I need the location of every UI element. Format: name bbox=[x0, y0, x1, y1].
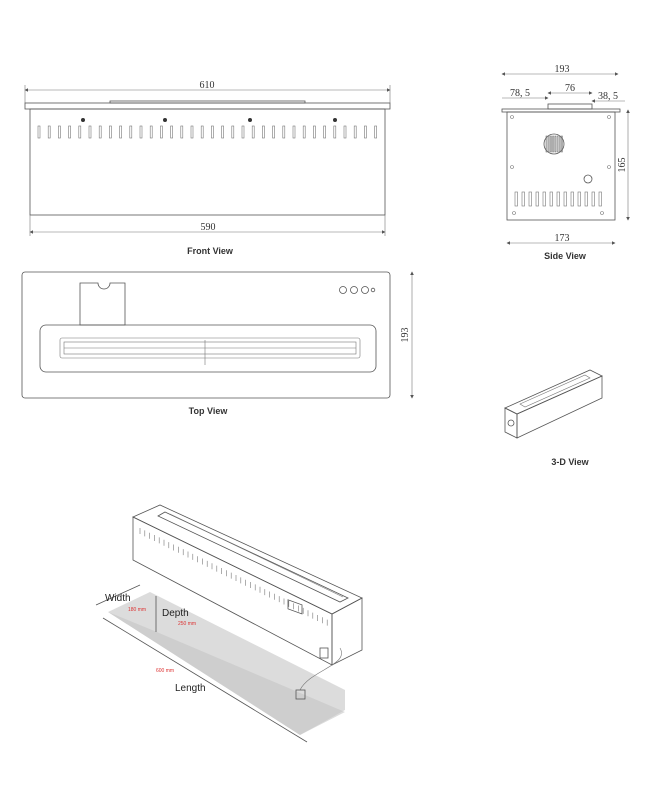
vent-slot bbox=[170, 125, 173, 139]
grille-bar bbox=[561, 135, 563, 153]
side-bottom-width: 173 bbox=[555, 233, 570, 244]
side-height: 165 bbox=[617, 158, 628, 173]
vent-slot bbox=[535, 191, 539, 207]
screw bbox=[81, 118, 85, 122]
vent-slot bbox=[353, 125, 357, 139]
vent-slot bbox=[272, 125, 275, 139]
vent-slot bbox=[556, 191, 560, 207]
vent-slot bbox=[160, 125, 163, 139]
side-center-width: 76 bbox=[565, 83, 575, 94]
vent-slot bbox=[563, 191, 567, 207]
vent-slot bbox=[109, 125, 112, 139]
vent-slot bbox=[528, 191, 532, 207]
front-vents bbox=[37, 118, 377, 139]
side-top-width: 193 bbox=[555, 64, 570, 75]
grille-bar bbox=[545, 135, 548, 153]
side-vents bbox=[514, 191, 602, 207]
vent-slot bbox=[58, 125, 61, 139]
vent-slot bbox=[231, 125, 235, 139]
top-depth: 193 bbox=[400, 328, 411, 343]
length-value: 600 mm bbox=[156, 668, 174, 674]
screw bbox=[248, 118, 252, 122]
installation-diagram: Width 180 mm Depth 250 mm 600 mm Length bbox=[95, 504, 363, 743]
iso-view-label: 3-D View bbox=[551, 457, 589, 467]
vent-slot bbox=[542, 191, 546, 207]
vent-slot bbox=[98, 125, 102, 139]
depth-label: Depth bbox=[162, 608, 189, 619]
vent-slot bbox=[139, 125, 143, 139]
vent-slot bbox=[251, 125, 255, 139]
front-view-label: Front View bbox=[187, 246, 234, 256]
vent-slot bbox=[292, 125, 296, 139]
vent-slot bbox=[598, 191, 602, 207]
front-body-width: 590 bbox=[201, 222, 216, 233]
front-view: 610 590 Front View bbox=[24, 80, 391, 256]
screw bbox=[163, 118, 167, 122]
side-right-offset: 38, 5 bbox=[598, 91, 618, 102]
vent-slot bbox=[180, 125, 184, 139]
vent-slot bbox=[521, 191, 525, 207]
vent-slot bbox=[591, 191, 595, 207]
grille-bar bbox=[552, 135, 554, 153]
width-label: Width bbox=[105, 593, 131, 604]
vent-slot bbox=[514, 191, 518, 207]
vent-slot bbox=[47, 125, 51, 139]
vent-slot bbox=[241, 125, 245, 139]
vent-slot bbox=[333, 125, 337, 139]
vent-slot bbox=[200, 125, 204, 139]
vent-slot bbox=[302, 125, 306, 139]
vent-slot bbox=[88, 125, 92, 139]
vent-slot bbox=[129, 125, 133, 139]
vent-slot bbox=[549, 191, 553, 207]
vent-slot bbox=[37, 125, 41, 139]
vent-slot bbox=[570, 191, 574, 207]
vent-slot bbox=[282, 125, 286, 139]
grille-bar bbox=[554, 135, 557, 153]
vent-slot bbox=[364, 125, 367, 139]
vent-slot bbox=[577, 191, 581, 207]
vent-slot bbox=[323, 125, 326, 139]
front-top-width: 610 bbox=[200, 80, 215, 91]
length-label: Length bbox=[175, 683, 206, 694]
screw bbox=[333, 118, 337, 122]
width-value: 180 mm bbox=[128, 607, 146, 613]
vent-slot bbox=[68, 125, 71, 139]
depth-value: 250 mm bbox=[178, 621, 196, 627]
vent-slot bbox=[313, 125, 316, 139]
grille-bar bbox=[550, 135, 552, 153]
grille-bar bbox=[558, 135, 561, 153]
grille-bar bbox=[547, 135, 550, 153]
side-left-offset: 78, 5 bbox=[510, 88, 530, 99]
top-view: 193 Top View bbox=[21, 271, 414, 416]
grille-bar bbox=[556, 135, 559, 153]
vent-slot bbox=[374, 125, 377, 139]
vent-slot bbox=[190, 125, 194, 139]
vent-slot bbox=[343, 125, 347, 139]
top-view-label: Top View bbox=[189, 406, 229, 416]
vent-slot bbox=[78, 125, 82, 139]
vent-slot bbox=[221, 125, 224, 139]
vent-slot bbox=[119, 125, 122, 139]
vent-slot bbox=[211, 125, 214, 139]
iso-view-small: 3-D View bbox=[504, 369, 603, 467]
vent-slot bbox=[584, 191, 588, 207]
vent-slot bbox=[149, 125, 153, 139]
side-view: 193 78, 5 76 38, 5 165 173 Side View bbox=[501, 64, 630, 261]
side-view-label: Side View bbox=[544, 251, 587, 261]
vent-slot bbox=[262, 125, 265, 139]
